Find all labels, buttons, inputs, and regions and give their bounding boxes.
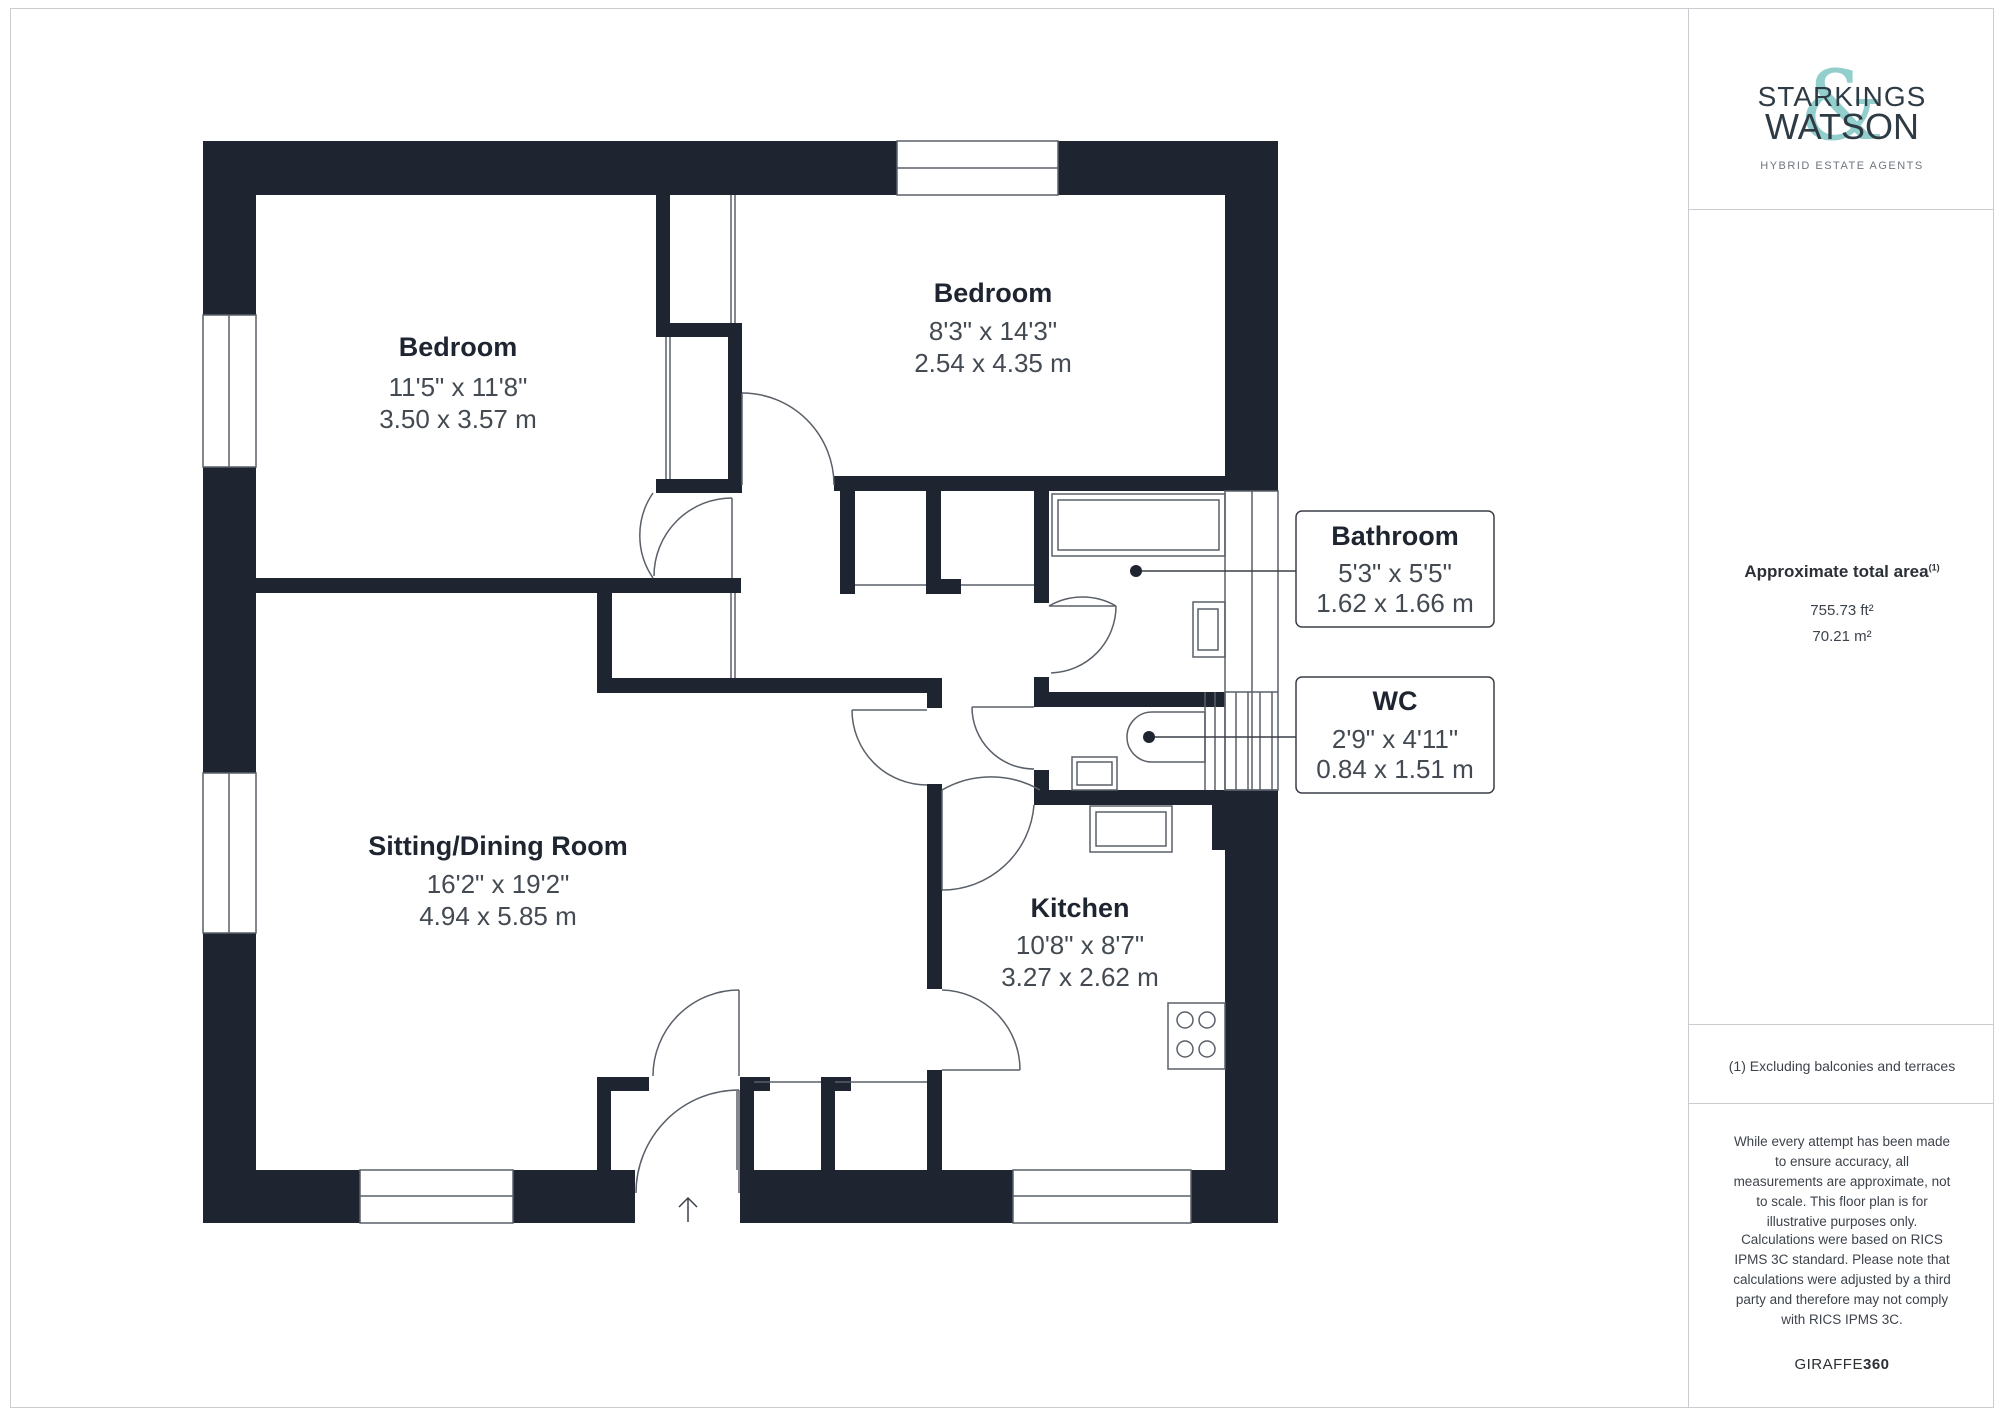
entrance-arrow-icon: [678, 1196, 698, 1222]
calculations-note: Calculations were based on RICS IPMS 3C …: [1733, 1232, 1951, 1327]
room-name-bedroom-2: Bedroom: [934, 278, 1053, 308]
door-bed1: [639, 492, 654, 579]
wall-north: [203, 141, 1278, 195]
wall-west: [203, 141, 256, 1223]
door-entry-upper: [652, 989, 740, 1077]
bathtub: [1051, 493, 1226, 557]
door-hall: [851, 709, 928, 786]
room-imperial-sitting-dining: 16'2" x 19'2": [427, 869, 570, 899]
wall-east-lower: [1225, 790, 1278, 1223]
room-imperial-wc: 2'9" x 4'11": [1332, 724, 1458, 754]
wall-kitchen-west: [927, 784, 942, 989]
area-title: Approximate total area(1): [1689, 562, 1995, 582]
door-kitchen-hall: [941, 776, 1041, 791]
room-labels: Bedroom 11'5" x 11'8" 3.50 x 3.57 m Bedr…: [368, 278, 1474, 992]
door-bath-swing: [1050, 605, 1117, 674]
room-imperial-kitchen: 10'8" x 8'7": [1016, 930, 1144, 960]
wall-kitchen-east: [1212, 805, 1225, 850]
wall-entry-left-top: [597, 1077, 649, 1091]
wall-wardrobe-side: [728, 323, 742, 493]
area-sqm: 70.21 m²: [1812, 628, 1872, 645]
door-kitchen-hall-swing: [941, 804, 1035, 891]
bathroom-callout: [1295, 510, 1495, 628]
room-metric-sitting-dining: 4.94 x 5.85 m: [419, 901, 577, 931]
wall-closet-left: [597, 593, 612, 693]
room-name-sitting-dining: Sitting/Dining Room: [368, 831, 627, 861]
door-bed1-swing: [653, 497, 733, 577]
brand-prefix: GIRAFFE: [1794, 1356, 1863, 1373]
room-imperial-bedroom-1: 11'5" x 11'8": [389, 372, 528, 402]
room-metric-bedroom-2: 2.54 x 4.35 m: [914, 348, 1072, 378]
wall-cup2-left: [926, 491, 941, 594]
wall-bed2-bottom: [834, 476, 1225, 491]
room-name-kitchen: Kitchen: [1030, 893, 1129, 923]
door-bath: [1048, 596, 1117, 607]
wc-callout: [1295, 676, 1495, 794]
wall-bed-hall-h: [256, 578, 741, 593]
callouts: [1130, 510, 1495, 794]
logo-line-2: WATSON: [1765, 106, 1919, 147]
windows: [202, 140, 1279, 1224]
logo-ampersand: &: [1799, 50, 1885, 162]
wall-wc-west: [1034, 692, 1049, 706]
wall-wc-west-low: [1034, 770, 1049, 805]
room-name-bathroom: Bathroom: [1331, 521, 1459, 551]
wall-entry-left: [597, 1077, 611, 1170]
wall-east-upper: [1225, 141, 1278, 491]
room-name-wc: WC: [1373, 686, 1418, 716]
wall-bath-wc: [1034, 692, 1225, 707]
room-metric-kitchen: 3.27 x 2.62 m: [1001, 962, 1159, 992]
drawing-frame: [10, 8, 1994, 1408]
area-footnote-marker: (1): [1928, 562, 1940, 573]
room-name-bedroom-1: Bedroom: [399, 332, 518, 362]
bath-basin: [1192, 601, 1226, 658]
walls: [203, 141, 1278, 1223]
footnote: (1) Excluding balconies and terraces: [1728, 1058, 1956, 1074]
wc-basin: [1071, 756, 1118, 791]
wall-cup-mid: [926, 579, 961, 594]
logo-tagline: HYBRID ESTATE AGENTS: [1760, 160, 1924, 172]
room-metric-bedroom-1: 3.50 x 3.57 m: [379, 404, 537, 434]
wall-bed-split: [656, 195, 670, 325]
wall-cup-bottom-mid: [821, 1077, 835, 1170]
wall-closet-bottom: [597, 678, 942, 693]
wall-wardrobe-bottom: [656, 479, 740, 493]
fixtures: [1051, 493, 1278, 1070]
sidebar: & STARKINGS WATSON HYBRID ESTATE AGENTS …: [1688, 8, 1994, 1408]
doors: [635, 195, 1117, 1194]
brand-mark: GIRAFFE360: [1689, 1356, 1995, 1373]
wall-cup1-left: [840, 491, 855, 594]
divider: [1689, 209, 1994, 210]
company-logo: & STARKINGS WATSON HYBRID ESTATE AGENTS: [1689, 50, 1995, 190]
room-imperial-bedroom-2: 8'3" x 14'3": [929, 316, 1057, 346]
room-metric-wc: 0.84 x 1.51 m: [1316, 754, 1474, 784]
wall-cup-bottom-left: [740, 1077, 754, 1170]
door-entry-lower: [635, 1089, 740, 1194]
wall-kitchen-west-low: [927, 1070, 942, 1170]
room-imperial-bathroom: 5'3" x 5'5": [1338, 558, 1452, 588]
room-metric-bathroom: 1.62 x 1.66 m: [1316, 588, 1474, 618]
divider: [1689, 1024, 1994, 1025]
wall-cup-bottom-top2: [821, 1077, 851, 1091]
wall-wc-kitchen: [1034, 790, 1225, 805]
floor-plan: Bedroom 11'5" x 11'8" 3.50 x 3.57 m Bedr…: [202, 140, 1495, 1224]
wc-toilet: [1126, 711, 1206, 763]
disclaimer: While every attempt has been made to ens…: [1733, 1134, 1951, 1229]
wall-south-right: [740, 1170, 1278, 1223]
hob: [1167, 1002, 1226, 1070]
wall-hall-kitchen: [927, 678, 942, 708]
brand-suffix: 360: [1862, 1356, 1890, 1373]
door-kitchen-sitting: [941, 989, 1021, 1071]
door-bed2: [741, 392, 835, 486]
area-title-text: Approximate total area: [1744, 562, 1929, 581]
logo-line-1: STARKINGS: [1757, 81, 1927, 112]
kitchen-sink: [1089, 805, 1173, 853]
door-wc: [971, 706, 1035, 770]
wall-bath-west: [1034, 491, 1049, 603]
divider: [1689, 1103, 1994, 1104]
wall-cup-bottom-top: [740, 1077, 770, 1091]
wall-bed-wardrobe: [656, 323, 740, 337]
area-sqft: 755.73 ft²: [1810, 602, 1874, 619]
